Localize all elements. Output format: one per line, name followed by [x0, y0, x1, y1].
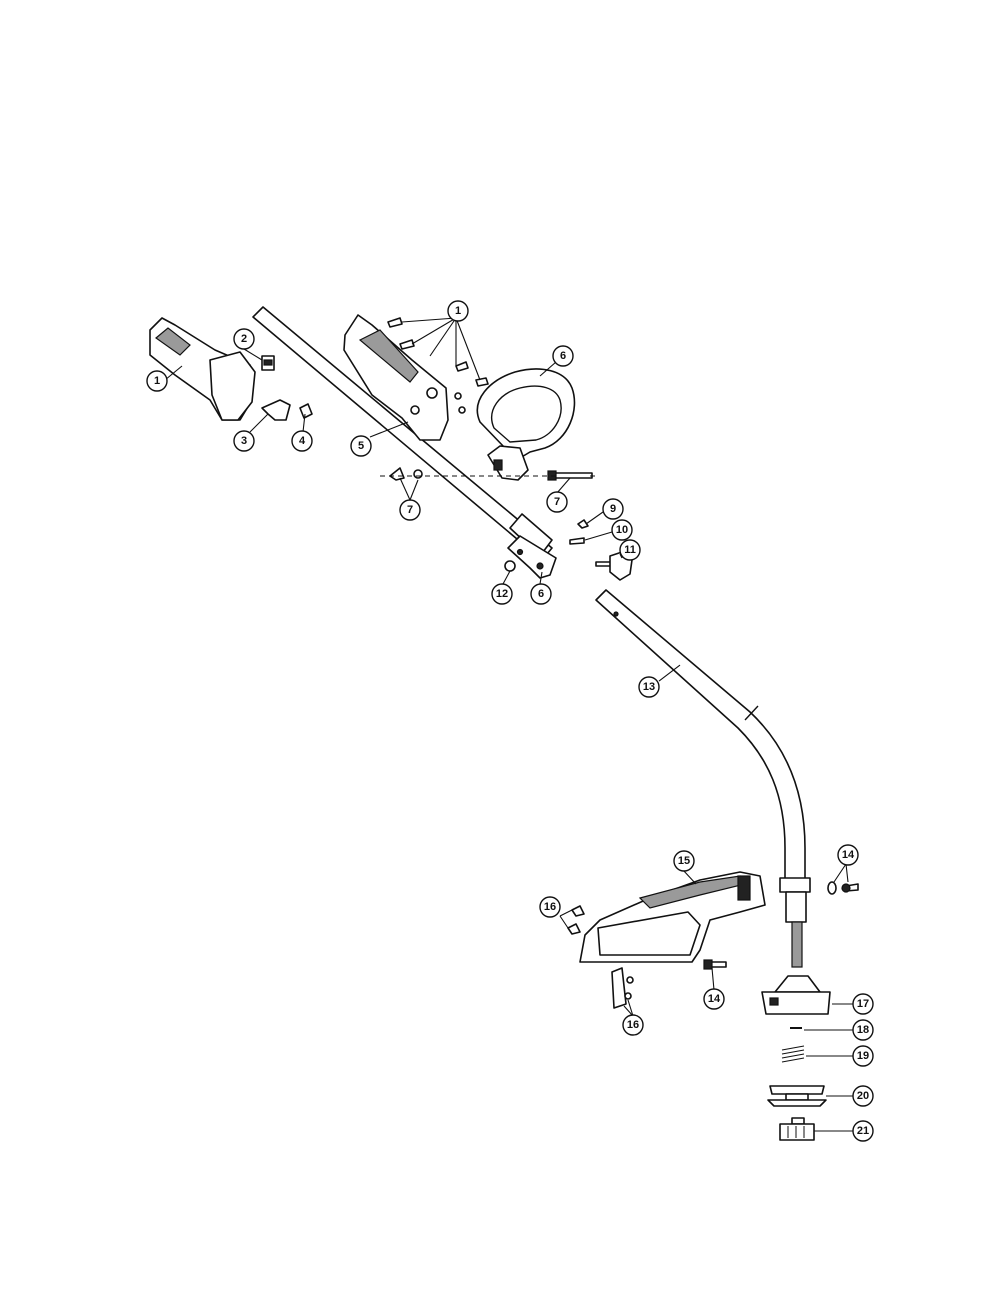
- svg-text:10: 10: [616, 524, 628, 536]
- svg-text:16: 16: [627, 1019, 639, 1031]
- callout-4: 4: [291, 430, 313, 452]
- switch-part: [261, 355, 275, 371]
- svg-text:11: 11: [624, 544, 636, 556]
- callout-16a: 16: [539, 896, 561, 918]
- spool-housing-part: [761, 975, 831, 1015]
- trigger-part: [261, 399, 291, 421]
- callout-10: 10: [611, 519, 633, 541]
- svg-text:17: 17: [857, 998, 869, 1010]
- upper-shaft-part: [252, 306, 557, 579]
- washer-screw-part-14: [827, 881, 859, 895]
- svg-text:12: 12: [496, 588, 508, 600]
- callout-6b: 6: [530, 583, 552, 605]
- screw-part-10: [569, 537, 585, 545]
- callout-6a: 6: [552, 345, 574, 367]
- lower-shaft-part: [595, 589, 806, 881]
- callout-5: 5: [350, 435, 372, 457]
- callout-7a: 7: [546, 491, 568, 513]
- svg-text:5: 5: [358, 440, 364, 452]
- screw-part-9: [577, 519, 589, 529]
- callout-14a: 14: [837, 844, 859, 866]
- callout-7b: 7: [399, 499, 421, 521]
- nut-set-part-7: [389, 467, 423, 481]
- callout-21: 21: [852, 1120, 874, 1142]
- callout-1a: 1: [146, 370, 168, 392]
- motor-housing-part: [343, 314, 449, 441]
- callout-15: 15: [673, 850, 695, 872]
- callout-13: 13: [638, 676, 660, 698]
- bolt-part-14: [703, 959, 727, 970]
- svg-text:13: 13: [643, 681, 655, 693]
- svg-text:9: 9: [610, 503, 616, 515]
- svg-text:4: 4: [299, 435, 306, 447]
- svg-text:19: 19: [857, 1050, 869, 1062]
- svg-text:7: 7: [407, 504, 413, 516]
- svg-text:6: 6: [538, 588, 544, 600]
- svg-text:14: 14: [708, 993, 721, 1005]
- screw-part-16: [567, 905, 585, 935]
- callout-14b: 14: [703, 988, 725, 1010]
- svg-text:15: 15: [678, 855, 690, 867]
- callout-12: 12: [491, 583, 513, 605]
- svg-text:6: 6: [560, 350, 566, 362]
- svg-text:20: 20: [857, 1090, 869, 1102]
- spool-part-20: [767, 1085, 827, 1107]
- callout-1b: 1: [447, 300, 469, 322]
- callout-11: 11: [619, 539, 641, 561]
- svg-text:3: 3: [241, 435, 247, 447]
- callout-9: 9: [602, 498, 624, 520]
- screw-set-part-1: [387, 317, 489, 414]
- svg-text:14: 14: [842, 849, 855, 861]
- svg-text:7: 7: [554, 496, 560, 508]
- bump-knob-part-21: [779, 1117, 815, 1141]
- callout-16b: 16: [622, 1014, 644, 1036]
- cutter-blade-part-16: [611, 967, 634, 1009]
- clip-part: [299, 403, 313, 419]
- svg-text:18: 18: [857, 1024, 869, 1036]
- callout-20: 20: [852, 1085, 874, 1107]
- svg-text:1: 1: [154, 375, 160, 387]
- shaft-clamp-part: [779, 877, 811, 968]
- assist-handle-part: [476, 368, 576, 481]
- spring-part-19: [781, 1045, 805, 1063]
- svg-text:16: 16: [544, 901, 556, 913]
- callout-2: 2: [233, 328, 255, 350]
- nut-part-12: [504, 560, 516, 572]
- callout-17: 17: [852, 993, 874, 1015]
- callout-19: 19: [852, 1045, 874, 1067]
- rear-handle-part: [149, 317, 256, 421]
- svg-text:1: 1: [455, 305, 461, 317]
- callout-3: 3: [233, 430, 255, 452]
- callout-18: 18: [852, 1019, 874, 1041]
- leader-lines: [164, 317, 853, 1132]
- svg-text:21: 21: [857, 1125, 869, 1137]
- svg-text:2: 2: [241, 333, 247, 345]
- guard-part: [579, 871, 766, 963]
